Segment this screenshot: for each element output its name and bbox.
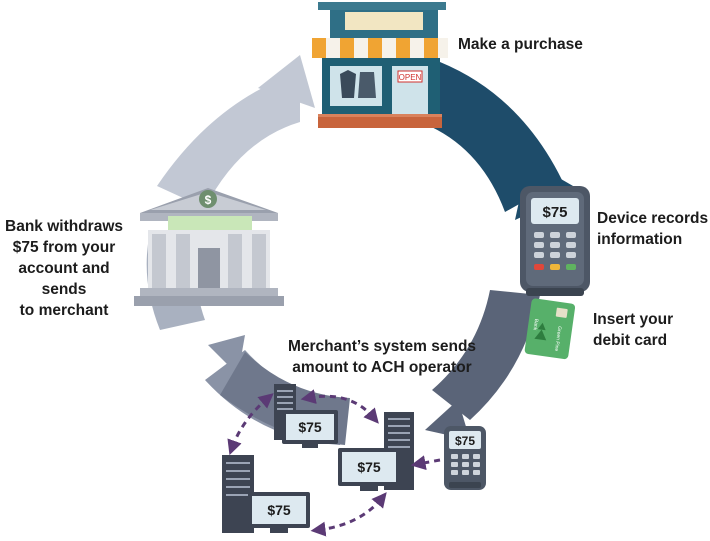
debit-card-icon: Green Pine Bank xyxy=(524,298,576,360)
step-label-make-purchase: Make a purchase xyxy=(458,34,658,55)
bank-building-icon: $ xyxy=(134,188,284,306)
step-merchant-line-2: amount to ACH operator xyxy=(292,359,472,376)
server-1-amount: $75 xyxy=(298,419,322,435)
card-terminal-icon: $75 xyxy=(520,186,590,296)
flow-arrow-servers-bottom xyxy=(310,492,387,537)
step-merchant-line-1: Merchant’s system sends xyxy=(287,338,477,355)
bank-dollar-symbol: $ xyxy=(205,193,212,207)
server-monitor-icon: $75 xyxy=(338,412,414,491)
step-label-insert-card: Insert your debit card xyxy=(593,309,703,351)
terminal-amount: $75 xyxy=(455,434,475,448)
step-device-line-1: Device records xyxy=(597,210,709,227)
flow-arrow-terminal-to-merchant xyxy=(410,455,441,471)
step-bank-line-3: account and sends xyxy=(18,260,110,298)
step-bank-line-4: to merchant xyxy=(19,302,109,319)
merchant-network: $75 $75 $75 $75 xyxy=(222,384,486,537)
server-3-amount: $75 xyxy=(267,502,291,518)
step-label-merchant-system: Merchant’s system sends amount to ACH op… xyxy=(282,336,482,378)
step-label-bank-withdraws: Bank withdraws $75 from your account and… xyxy=(0,216,128,321)
server-2-amount: $75 xyxy=(357,459,381,475)
card-bank-suffix: Bank xyxy=(532,318,540,331)
step-bank-line-1: Bank withdraws xyxy=(5,218,123,235)
flow-arrow-servers-left xyxy=(227,393,274,456)
server-monitor-icon: $75 xyxy=(222,455,310,533)
step-label-device-records: Device records information xyxy=(597,208,710,250)
card-terminal-icon: $75 xyxy=(444,426,486,490)
step-insert-line-2: debit card xyxy=(593,332,668,349)
open-sign: OPEN xyxy=(399,73,422,82)
ring-segment-device-to-merchant xyxy=(432,290,540,420)
step-purchase-text: Make a purchase xyxy=(458,36,583,53)
ring-segment-bank-to-store xyxy=(157,72,300,208)
step-device-line-2: information xyxy=(597,231,683,248)
step-bank-line-2: $75 from your xyxy=(12,239,116,256)
storefront-icon: OPEN xyxy=(312,2,448,128)
card-bank-name: Green Pine xyxy=(553,326,562,352)
flow-arrow-servers-top xyxy=(300,389,379,424)
step-insert-line-1: Insert your xyxy=(593,311,674,328)
device-amount: $75 xyxy=(542,204,567,221)
